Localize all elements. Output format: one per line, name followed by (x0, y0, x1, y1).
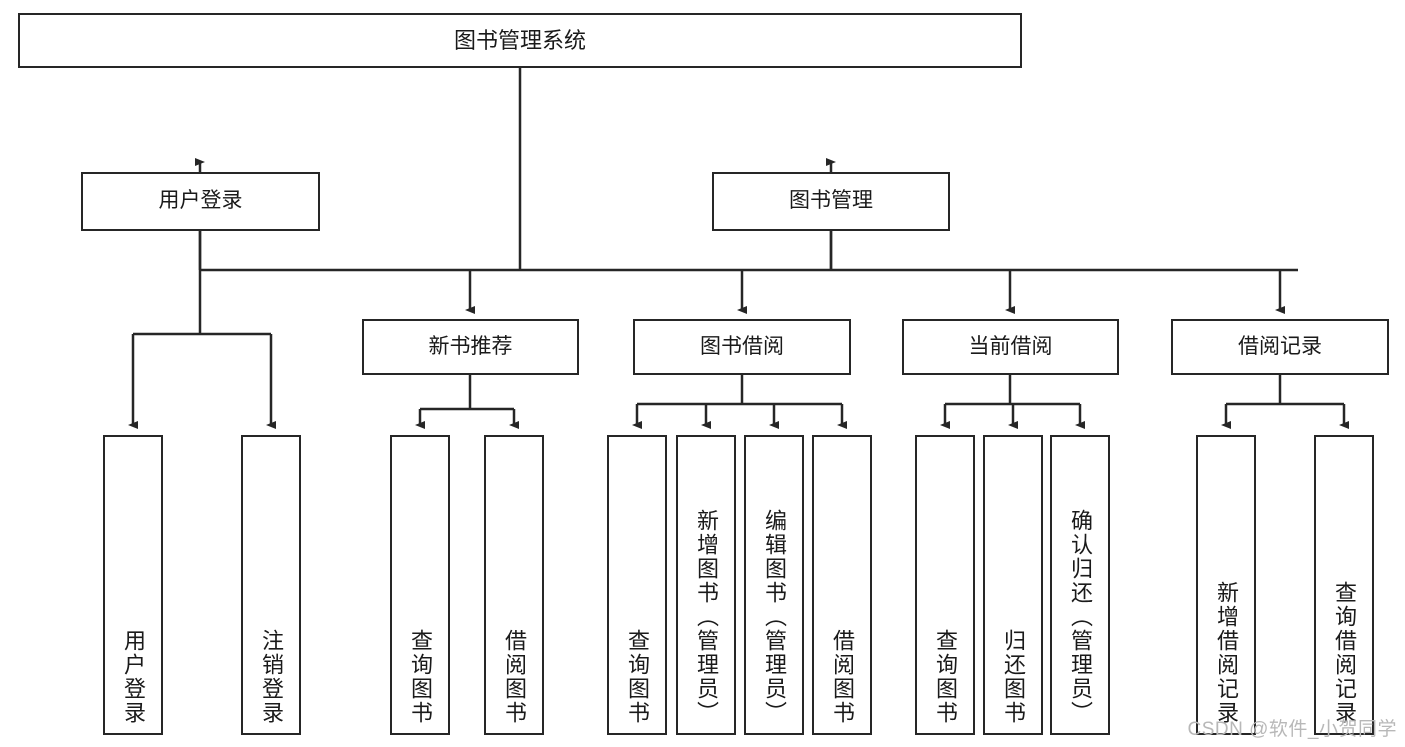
leaf-add-record[interactable]: 新增借阅记录 (1196, 435, 1256, 735)
leaf-edit-book-label: 编辑图书（管理员） (762, 509, 787, 725)
leaf-borrow-books-1[interactable]: 借阅图书 (484, 435, 544, 735)
leaf-query-record-label: 查询借阅记录 (1332, 581, 1357, 725)
leaf-add-book[interactable]: 新增图书（管理员） (676, 435, 736, 735)
node-new-book-recommend-label: 新书推荐 (428, 334, 513, 358)
leaf-query-books-3-label: 查询图书 (933, 629, 958, 725)
leaf-borrow-books-2[interactable]: 借阅图书 (812, 435, 872, 735)
leaf-query-books-1-label: 查询图书 (408, 629, 433, 725)
leaf-logout-label: 注销登录 (259, 629, 284, 725)
leaf-query-record[interactable]: 查询借阅记录 (1314, 435, 1374, 735)
leaf-return-book[interactable]: 归还图书 (983, 435, 1043, 735)
leaf-query-books-2[interactable]: 查询图书 (607, 435, 667, 735)
leaf-query-books-2-label: 查询图书 (625, 629, 650, 725)
leaf-borrow-books-2-label: 借阅图书 (830, 629, 855, 725)
node-book-management[interactable]: 图书管理 (712, 172, 950, 231)
leaf-confirm-return[interactable]: 确认归还（管理员） (1050, 435, 1110, 735)
node-borrow-record-label: 借阅记录 (1238, 334, 1322, 358)
node-root-label: 图书管理系统 (453, 27, 586, 53)
node-borrow-record[interactable]: 借阅记录 (1171, 319, 1389, 375)
leaf-borrow-books-1-label: 借阅图书 (502, 629, 527, 725)
leaf-query-books-3[interactable]: 查询图书 (915, 435, 975, 735)
leaf-add-book-label: 新增图书（管理员） (694, 509, 719, 725)
node-user-login[interactable]: 用户登录 (81, 172, 320, 231)
leaf-user-login-label: 用户登录 (121, 629, 146, 725)
leaf-query-books-1[interactable]: 查询图书 (390, 435, 450, 735)
node-root[interactable]: 图书管理系统 (18, 13, 1022, 68)
leaf-confirm-return-label: 确认归还（管理员） (1068, 509, 1093, 725)
node-current-borrow[interactable]: 当前借阅 (902, 319, 1119, 375)
leaf-add-record-label: 新增借阅记录 (1214, 581, 1239, 725)
node-book-borrow[interactable]: 图书借阅 (633, 319, 851, 375)
leaf-return-book-label: 归还图书 (1001, 629, 1026, 725)
leaf-user-login[interactable]: 用户登录 (103, 435, 163, 735)
node-new-book-recommend[interactable]: 新书推荐 (362, 319, 579, 375)
node-book-management-label: 图书管理 (789, 189, 873, 213)
leaf-logout[interactable]: 注销登录 (241, 435, 301, 735)
leaf-edit-book[interactable]: 编辑图书（管理员） (744, 435, 804, 735)
node-current-borrow-label: 当前借阅 (968, 334, 1053, 358)
node-user-login-label: 用户登录 (158, 189, 243, 213)
csdn-watermark: CSDN @软件_小贺同学 (1187, 719, 1397, 740)
node-book-borrow-label: 图书借阅 (700, 334, 784, 358)
